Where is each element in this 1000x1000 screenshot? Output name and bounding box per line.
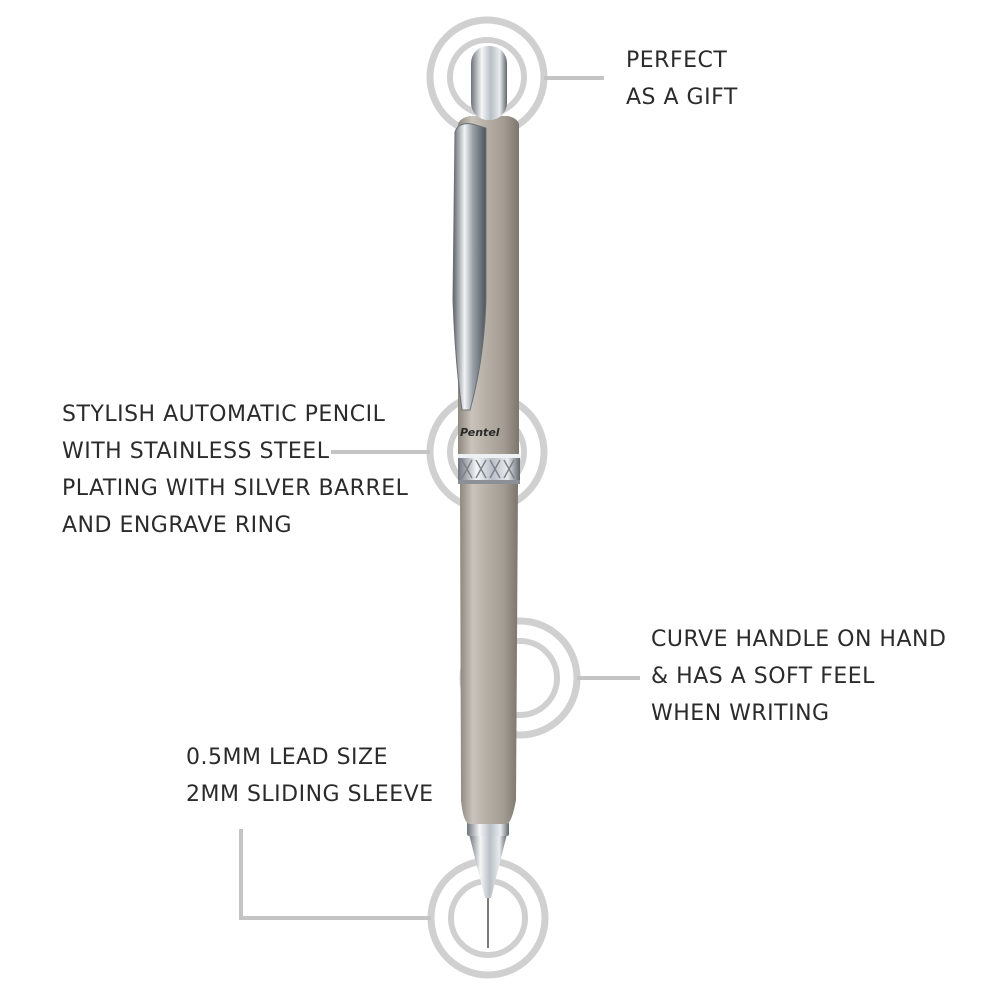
pencil-callout-text: STYLISH AUTOMATIC PENCIL WITH STAINLESS … [62,396,408,544]
callout-line: AS A GIFT [626,85,738,110]
callout-line: PERFECT [626,48,728,73]
tip-collar [467,822,509,836]
callout-line: AND ENGRAVE RING [62,513,293,538]
leader-lines [239,76,640,920]
callout-line: & HAS A SOFT FEEL [651,664,875,689]
callout-line: CURVE HANDLE ON HAND [651,627,947,652]
callout-line: PLATING WITH SILVER BARREL [62,476,409,501]
gift-callout-text: PERFECT AS A GIFT [626,42,738,116]
callout-line: STYLISH AUTOMATIC PENCIL [62,402,386,427]
lead-callout-text: 0.5MM LEAD SIZE 2MM SLIDING SLEEVE [186,739,434,813]
mechanical-pencil: Pentel [452,46,520,948]
brand-logo: Pentel [460,426,500,439]
pencil-tip-cone [469,834,507,898]
callout-line: WITH STAINLESS STEEL [62,439,330,464]
callout-line: 2MM SLIDING SLEEVE [186,782,434,807]
engrave-ring [458,454,520,484]
pencil-barrel-lower [460,484,518,824]
pocket-clip [452,123,487,411]
push-button [471,46,507,120]
callout-line: WHEN WRITING [651,701,830,726]
lead-leader-line [239,829,431,920]
callout-line: 0.5MM LEAD SIZE [186,745,389,770]
curve-callout-text: CURVE HANDLE ON HAND & HAS A SOFT FEEL W… [651,621,946,732]
